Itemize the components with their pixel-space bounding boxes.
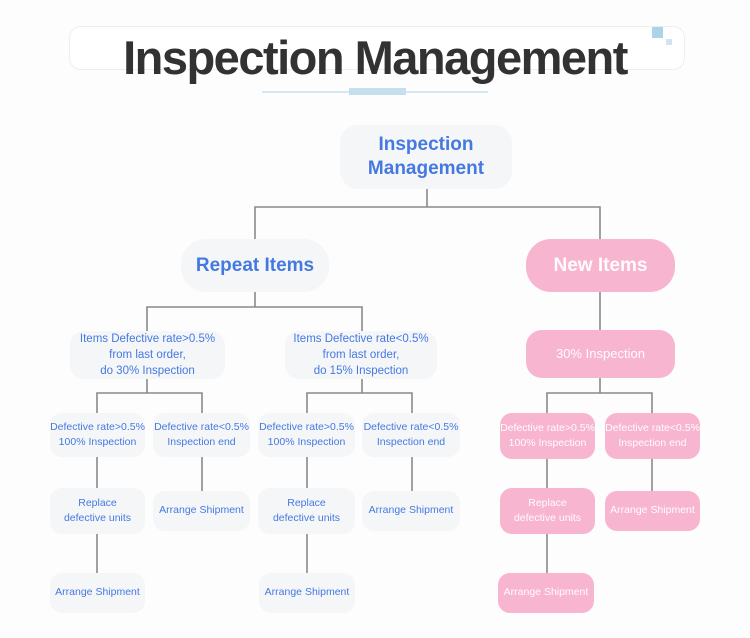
node-repeat-items: Repeat Items — [181, 239, 329, 292]
node-repeat-low-defective-under-inspection-end: Defective rate<0.5% Inspection end — [362, 413, 460, 457]
node-new-30-inspection: 30% Inspection — [526, 330, 675, 378]
node-new-replace-defective-units: Replace defective units — [500, 488, 595, 534]
node-new-items: New Items — [526, 239, 675, 292]
node-repeat-low-replace-defective-units: Replace defective units — [258, 488, 355, 534]
node-root-inspection-management: Inspection Management — [340, 125, 512, 189]
page-title: Inspection Management — [123, 31, 628, 84]
node-repeat-high-final-arrange-shipment: Arrange Shipment — [50, 573, 145, 613]
node-new-defective-under-inspection-end: Defective rate<0.5% Inspection end — [605, 413, 700, 459]
node-repeat-defective-high-30-inspection: Items Defective rate>0.5% from last orde… — [70, 331, 225, 379]
node-new-final-arrange-shipment: Arrange Shipment — [498, 573, 594, 613]
node-new-defective-over-100-inspection: Defective rate>0.5% 100% Inspection — [500, 413, 595, 459]
node-repeat-low-final-arrange-shipment: Arrange Shipment — [259, 573, 355, 613]
decor-square-small-icon — [666, 39, 672, 45]
node-repeat-low-arrange-shipment: Arrange Shipment — [362, 491, 460, 531]
node-repeat-defective-low-15-inspection: Items Defective rate<0.5% from last orde… — [285, 331, 437, 379]
node-repeat-high-defective-over-100-inspection: Defective rate>0.5% 100% Inspection — [50, 413, 145, 457]
title-card — [69, 26, 685, 70]
node-new-arrange-shipment: Arrange Shipment — [605, 491, 700, 531]
node-repeat-high-arrange-shipment: Arrange Shipment — [153, 491, 250, 531]
decor-square-icon — [652, 27, 663, 38]
node-repeat-high-defective-under-inspection-end: Defective rate<0.5% Inspection end — [153, 413, 250, 457]
node-repeat-low-defective-over-100-inspection: Defective rate>0.5% 100% Inspection — [258, 413, 355, 457]
node-repeat-high-replace-defective-units: Replace defective units — [50, 488, 145, 534]
title-underline-accent — [349, 88, 406, 95]
